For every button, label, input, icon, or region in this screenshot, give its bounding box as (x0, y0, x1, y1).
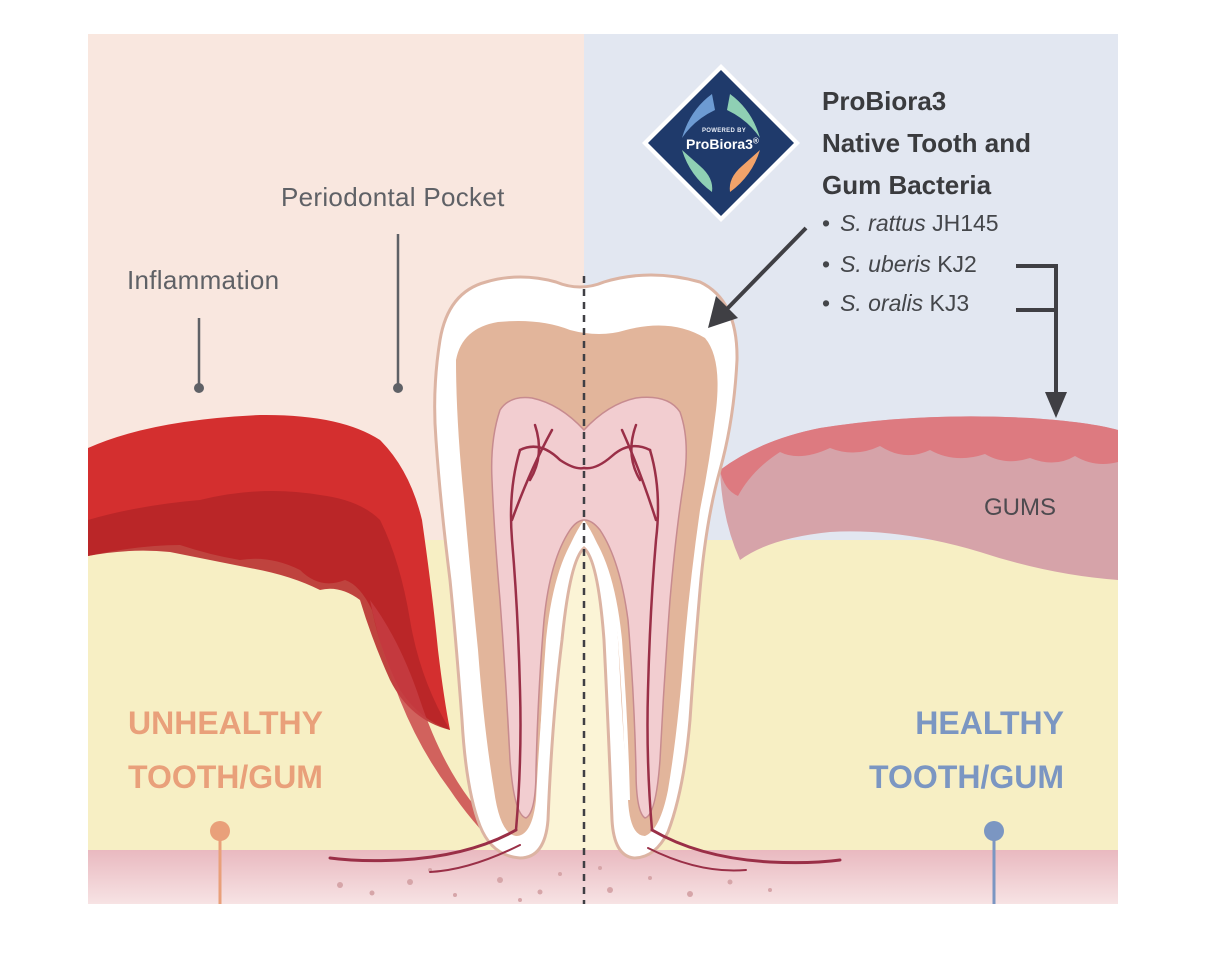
inflamed-gum (88, 414, 450, 730)
bacteria-item: • S. oralis KJ3 (822, 290, 969, 317)
badge-brand: ProBiora3® (686, 136, 759, 152)
bone-speckles (337, 866, 772, 902)
bullet: • (822, 251, 831, 277)
tooth-nerves (328, 423, 842, 873)
bacteria-species: S. rattus (840, 210, 926, 236)
probiora3-badge (642, 64, 800, 222)
badge-powered-by: POWERED BY (702, 128, 747, 134)
callout-lines (194, 234, 403, 393)
bullet: • (822, 290, 831, 316)
arrow-to-tooth (708, 226, 808, 328)
bacteria-title-line-1: ProBiora3 (822, 86, 947, 116)
tooth-pulp (490, 396, 687, 819)
bracket-arrow (1016, 264, 1067, 418)
badge-brand-text: ProBiora3 (686, 136, 753, 152)
bacteria-title-line-3: Gum Bacteria (822, 170, 992, 200)
healthy-label-line-2: TOOTH/GUM (869, 759, 1064, 795)
bullet: • (822, 210, 831, 236)
healthy-label-line-1: HEALTHY (915, 705, 1064, 741)
inflammation-label: Inflammation (127, 265, 280, 295)
bacteria-item: • S. rattus JH145 (822, 210, 999, 237)
bacteria-title-line-2: Native Tooth and (822, 128, 1031, 158)
bacteria-item: • S. uberis KJ2 (822, 251, 977, 278)
unhealthy-label-line-1: UNHEALTHY (128, 705, 323, 741)
bacteria-species: S. uberis (840, 251, 931, 277)
badge-reg-mark: ® (752, 136, 759, 146)
bacteria-strain: KJ2 (937, 251, 977, 277)
bacteria-species: S. oralis (840, 290, 924, 316)
gums-label: GUMS (984, 494, 1056, 521)
healthy-pin (984, 821, 1004, 904)
base-tissue (88, 850, 1118, 904)
bacteria-strain: JH145 (932, 210, 999, 236)
healthy-gum-edge (720, 416, 1118, 496)
unhealthy-pin (210, 821, 230, 904)
periodontal-pocket-label: Periodontal Pocket (281, 182, 505, 212)
unhealthy-label-line-2: TOOTH/GUM (128, 759, 323, 795)
bacteria-strain: KJ3 (929, 290, 970, 316)
